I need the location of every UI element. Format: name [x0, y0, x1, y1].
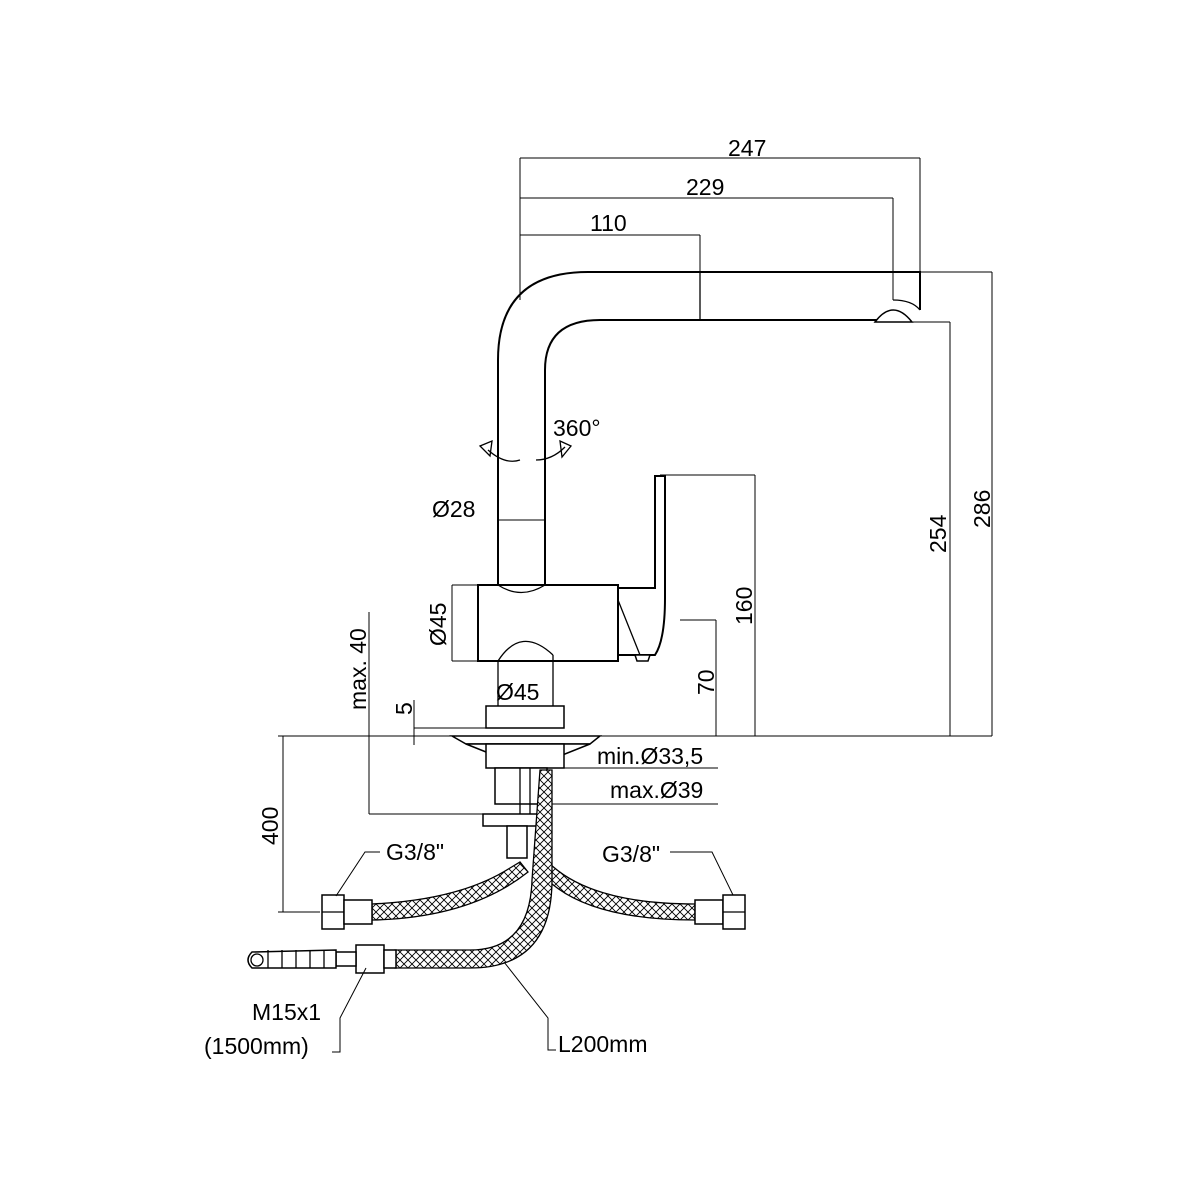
dim-body-diameter: Ø45	[425, 603, 451, 646]
dim-spout-reach: 229	[686, 174, 724, 200]
dim-deck-thickness: max. 40	[345, 628, 371, 710]
rotation-arrows-icon	[478, 439, 573, 462]
dim-hose-depth: 400	[257, 807, 283, 845]
dim-base-diameter: Ø45	[496, 679, 539, 705]
dim-spout-diameter: Ø28	[432, 496, 475, 522]
dim-hole-min: min.Ø33,5	[597, 743, 703, 769]
dim-lever-height: 160	[731, 587, 757, 625]
label-connector-right: G3/8"	[602, 841, 660, 867]
dim-rotation: 360°	[553, 415, 601, 441]
dim-hole-max: max.Ø39	[610, 777, 703, 803]
left-connector-icon	[321, 894, 373, 930]
mixer-body	[477, 475, 666, 706]
supply-hoses	[371, 769, 696, 969]
dim-overall-reach: 247	[728, 135, 766, 161]
label-pullout-length: (1500mm)	[204, 1033, 309, 1059]
mounting-base	[449, 705, 603, 859]
spout	[497, 271, 921, 585]
right-connector-icon	[694, 894, 746, 930]
dim-spout-height: 254	[925, 514, 951, 553]
label-pullout-thread: M15x1	[252, 999, 321, 1025]
dim-upper-section: 110	[590, 210, 627, 236]
leader-lines	[332, 851, 734, 1053]
label-connector-left: G3/8"	[386, 839, 444, 865]
dim-body-height: 70	[693, 669, 719, 695]
right-dimension-lines	[660, 271, 993, 736]
dim-base-plate: 5	[391, 702, 417, 715]
pullout-connector-icon	[247, 944, 397, 974]
top-dimension-lines	[519, 157, 921, 300]
label-hose-length: L200mm	[558, 1031, 647, 1057]
dim-total-height: 286	[969, 490, 995, 528]
